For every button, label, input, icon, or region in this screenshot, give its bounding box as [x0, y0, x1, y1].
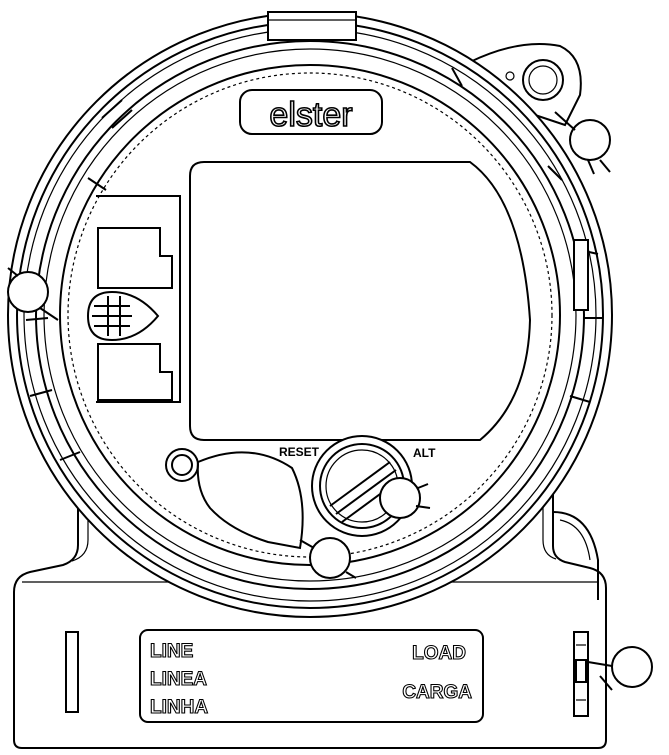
line-label-pt: LINHA — [150, 697, 208, 718]
seal-top-right — [554, 111, 611, 175]
line-label-es: LINEA — [150, 669, 207, 690]
seal-left — [7, 267, 59, 321]
display-window — [189, 161, 532, 441]
reset-cover-flap[interactable] — [165, 448, 304, 550]
reset-label: RESET — [279, 445, 320, 459]
brand-logo: elster — [269, 96, 352, 134]
load-label-es: CARGA — [402, 682, 472, 703]
alt-label: ALT — [413, 446, 436, 460]
base-slot — [65, 631, 79, 713]
seal-base-right — [587, 646, 653, 691]
seal-reset-dial — [379, 477, 431, 519]
seal-reset-cover — [299, 537, 357, 579]
load-label-en: LOAD — [412, 643, 466, 664]
brand-plate — [239, 89, 383, 135]
line-label-en: LINE — [150, 641, 193, 662]
side-latch — [573, 631, 589, 717]
terminal-label-plate — [139, 629, 484, 723]
left-panel — [86, 195, 181, 403]
